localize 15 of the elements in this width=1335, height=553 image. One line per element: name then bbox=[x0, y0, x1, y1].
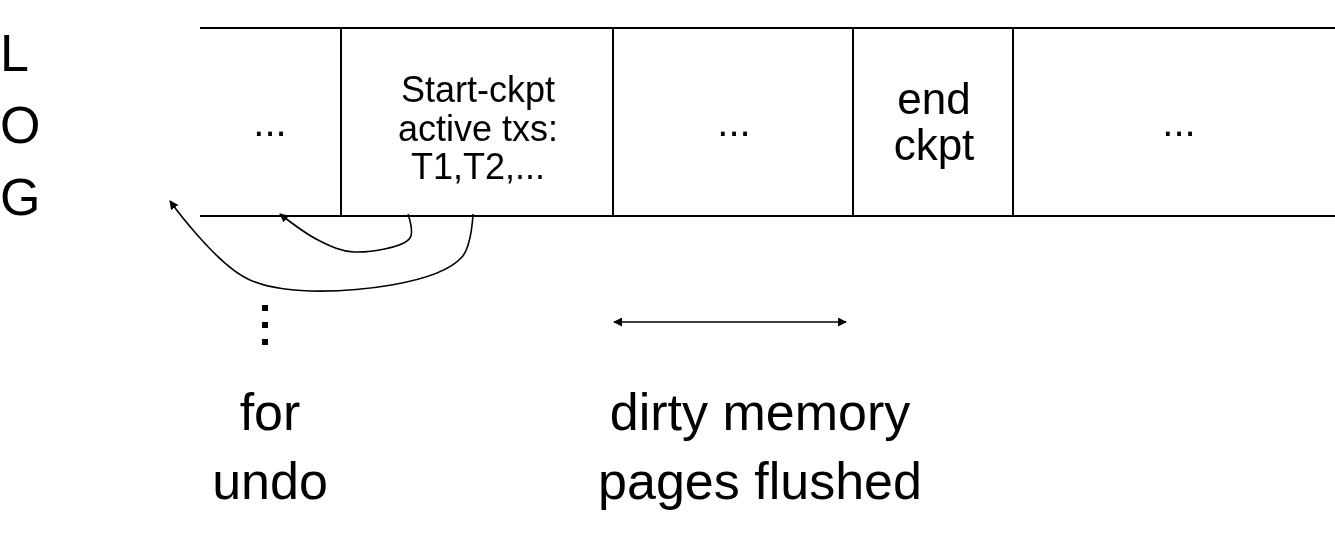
arrow bbox=[279, 213, 413, 253]
log-record-cell bbox=[1012, 27, 1335, 217]
annotation-text: dirty memory pages flushed bbox=[597, 382, 923, 513]
log-record-cell bbox=[612, 27, 854, 217]
cell-text: ... bbox=[253, 99, 287, 146]
log-record-cell bbox=[852, 27, 1014, 217]
log-record-cell bbox=[200, 27, 340, 217]
vertical-label: LOG bbox=[0, 23, 42, 228]
arrow bbox=[169, 200, 474, 292]
cell-text: end ckpt bbox=[892, 75, 976, 169]
cell-text: ... bbox=[717, 99, 751, 146]
cell-text: Start-ckpt active txs: T1,T2,... bbox=[396, 67, 560, 188]
log-record-cell bbox=[340, 27, 614, 217]
cell-text: ... bbox=[1162, 99, 1196, 146]
annotation-text: for undo bbox=[211, 382, 329, 513]
